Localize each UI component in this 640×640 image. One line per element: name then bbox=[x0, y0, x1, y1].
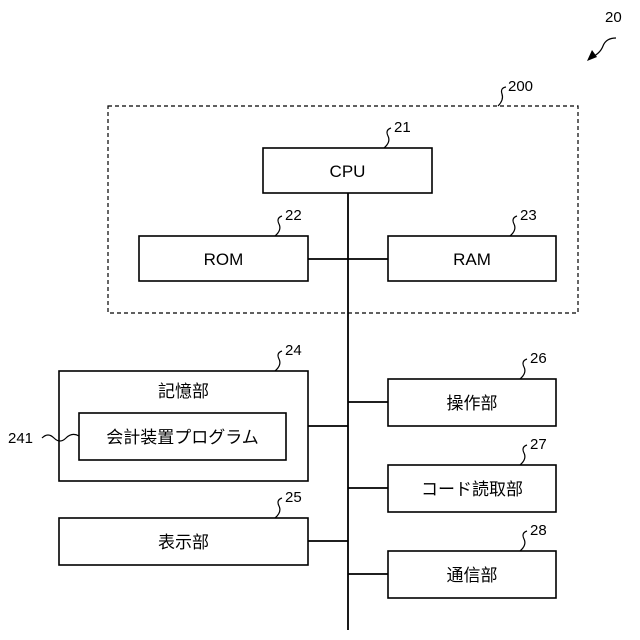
display-ref-label: 25 bbox=[285, 489, 302, 506]
storage-ref-leader bbox=[275, 351, 282, 371]
communication-ref-label: 28 bbox=[530, 522, 547, 539]
communication-label: 通信部 bbox=[447, 566, 498, 585]
cpu-label: CPU bbox=[330, 162, 366, 181]
operation-label: 操作部 bbox=[447, 394, 498, 413]
enclosure-ref-label: 200 bbox=[508, 78, 533, 95]
code-reader-label: コード読取部 bbox=[421, 480, 523, 499]
operation-ref-label: 26 bbox=[530, 350, 547, 367]
storage-label: 記憶部 bbox=[158, 382, 209, 401]
code-reader-ref-leader bbox=[520, 445, 527, 465]
rom-ref-label: 22 bbox=[285, 207, 302, 224]
ram-ref-label: 23 bbox=[520, 207, 537, 224]
ram-ref-leader bbox=[510, 216, 517, 236]
rom-label: ROM bbox=[204, 250, 244, 269]
code-reader-ref-label: 27 bbox=[530, 436, 547, 453]
processing-unit-enclosure bbox=[108, 106, 578, 313]
communication-ref-leader bbox=[520, 531, 527, 551]
figure-ref-label: 20 bbox=[605, 9, 622, 26]
storage-ref-label: 24 bbox=[285, 342, 302, 359]
rom-ref-leader bbox=[275, 216, 282, 236]
cpu-ref-leader bbox=[384, 128, 391, 148]
program-ref-label: 241 bbox=[8, 430, 33, 447]
cpu-ref-label: 21 bbox=[394, 119, 411, 136]
display-label: 表示部 bbox=[158, 533, 209, 552]
operation-ref-leader bbox=[520, 359, 527, 379]
figure-ref-arrowhead bbox=[587, 50, 597, 61]
program-label: 会計装置プログラム bbox=[106, 428, 259, 447]
ram-label: RAM bbox=[453, 250, 491, 269]
enclosure-ref-leader bbox=[498, 87, 506, 106]
display-ref-leader bbox=[275, 498, 282, 518]
